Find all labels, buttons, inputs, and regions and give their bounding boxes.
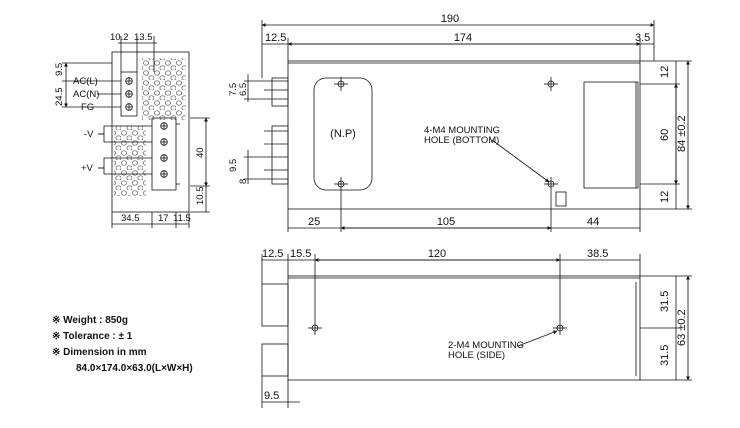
dimension-note: ※ Dimension in mm: [52, 347, 147, 358]
label-fg: FG: [81, 102, 94, 113]
bottom-mounting-note-1: 4-M4 MOUNTING: [424, 125, 500, 136]
bottom-mounting-holes: [334, 77, 558, 191]
side-top-dim-2: 15.5: [290, 248, 311, 260]
front-bottom-dim-1: 34.5: [121, 213, 140, 224]
bottom-mounting-note-2: HOLE (BOTTOM): [424, 135, 499, 146]
side-right-dim-1: 31.5: [659, 291, 671, 312]
label-plus-v: +V: [81, 163, 94, 174]
side-top-dim-4: 38.5: [587, 248, 608, 260]
front-right-dim-1: 40: [195, 147, 206, 158]
top-height-dim: 84 ±0.2: [676, 115, 688, 152]
side-mounting-note-1: 2-M4 MOUNTING: [448, 340, 524, 351]
top-right-dim-3: 12: [659, 191, 671, 203]
terminal-profile: [264, 77, 289, 185]
overall-width-dim: 190: [441, 13, 459, 25]
top-view: [244, 20, 692, 232]
top-dim-right: 3.5: [635, 32, 650, 44]
top-bottom-dim-3: 44: [587, 216, 599, 228]
top-left-dim-1: 7.5: [228, 83, 239, 96]
front-top-dim-1: 10.2: [110, 32, 129, 43]
top-right-dim-2: 60: [659, 129, 671, 141]
front-view: [62, 36, 210, 228]
spec-notes: ※ Weight : 850g ※ Tolerance : ± 1 ※ Dime…: [52, 313, 193, 377]
front-bottom-dim-2: 17: [158, 213, 169, 224]
side-right-dim-2: 31.5: [659, 345, 671, 366]
weight-note: ※ Weight : 850g: [52, 315, 128, 326]
side-height-dim: 63 ±0.2: [676, 309, 688, 346]
label-ac-n: AC(N): [73, 89, 99, 100]
front-bottom-dim-3: 11.5: [173, 213, 191, 224]
top-right-dim-1: 12: [659, 66, 671, 78]
label-minus-v: -V: [84, 129, 94, 140]
side-bottom-dim: 9.5: [264, 390, 279, 402]
label-ac-l: AC(L): [73, 76, 98, 87]
top-view-labels: 190 12.5 174 3.5 7.5 6.5 9.5 8 (N.P) 4-M…: [228, 13, 688, 228]
front-outline: [111, 51, 190, 213]
front-right-dim-2: 10.5: [195, 187, 206, 206]
front-left-dim-2: 24.5: [54, 88, 65, 107]
front-top-dim-2: 13.5: [134, 32, 153, 43]
side-view: [261, 254, 692, 408]
side-top-dim-1: 12.5: [262, 248, 283, 260]
side-outline: [287, 275, 641, 381]
side-mounting-note-2: HOLE (SIDE): [448, 350, 505, 361]
dc-terminal-block: [151, 117, 177, 191]
top-dim-left: 12.5: [265, 32, 286, 44]
top-left-dim-3: 9.5: [228, 159, 239, 172]
front-left-dim-1: 9.5: [54, 63, 65, 76]
top-bottom-dim-1: 25: [308, 216, 320, 228]
nameplate-recess: [313, 77, 373, 191]
side-top-dim-3: 120: [428, 248, 446, 260]
front-view-labels: 10.2 13.5 9.5 24.5 AC(L) AC(N) FG -V +V …: [54, 32, 206, 224]
side-view-labels: 12.5 15.5 120 38.5 2-M4 MOUNTING HOLE (S…: [262, 248, 688, 402]
top-left-dim-4: 8: [238, 179, 249, 184]
top-dim-mid: 174: [454, 32, 472, 44]
dimension-value: 84.0×174.0×63.0(L×W×H): [76, 363, 193, 374]
tolerance-note: ※ Tolerance : ± 1: [52, 331, 133, 342]
top-left-dim-2: 6.5: [238, 83, 249, 96]
top-bottom-dim-2: 105: [437, 216, 455, 228]
nameplate-label: (N.P): [330, 128, 356, 140]
